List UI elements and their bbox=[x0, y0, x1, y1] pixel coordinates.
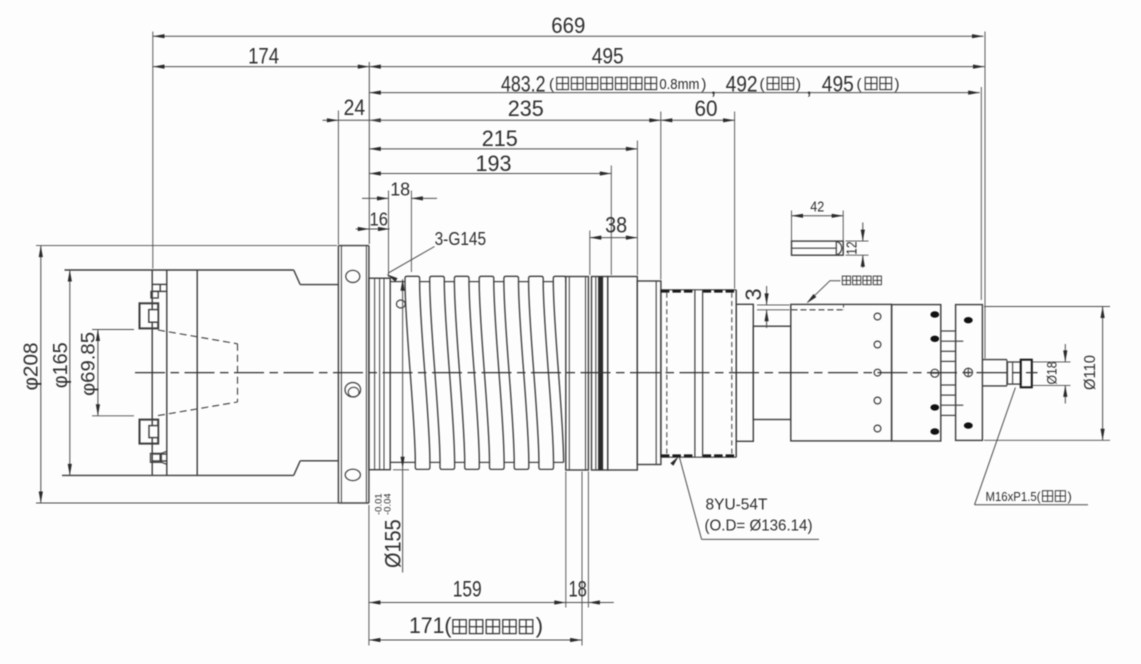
svg-text:-0.04: -0.04 bbox=[383, 493, 394, 515]
svg-text:60: 60 bbox=[695, 96, 718, 121]
svg-text:(: ( bbox=[549, 76, 554, 93]
svg-text:18: 18 bbox=[390, 180, 410, 200]
svg-text:669: 669 bbox=[551, 13, 585, 38]
svg-text:3: 3 bbox=[741, 288, 766, 300]
svg-text:193: 193 bbox=[476, 151, 512, 176]
svg-text:18: 18 bbox=[568, 577, 587, 602]
svg-text:495: 495 bbox=[822, 71, 854, 96]
svg-text:): ) bbox=[536, 613, 543, 638]
svg-text:Ø110: Ø110 bbox=[1082, 355, 1099, 390]
svg-text:-0.01: -0.01 bbox=[374, 493, 385, 515]
svg-text:M16xP1.5(: M16xP1.5( bbox=[986, 489, 1042, 504]
svg-text:171(: 171( bbox=[409, 613, 452, 638]
svg-text:(O.D= Ø136.14): (O.D= Ø136.14) bbox=[705, 518, 813, 535]
svg-text:492: 492 bbox=[726, 71, 758, 96]
svg-text:42: 42 bbox=[810, 200, 824, 216]
svg-text:215: 215 bbox=[482, 126, 518, 151]
svg-text:): ) bbox=[1068, 489, 1072, 504]
svg-text:): ) bbox=[701, 76, 706, 93]
svg-text:8YU-54T: 8YU-54T bbox=[706, 496, 769, 513]
svg-text:): ) bbox=[796, 76, 801, 93]
svg-text:0.8mm: 0.8mm bbox=[659, 76, 699, 93]
svg-text:(: ( bbox=[857, 76, 862, 93]
svg-text:16: 16 bbox=[370, 209, 389, 229]
svg-text:Ø18: Ø18 bbox=[1043, 361, 1059, 384]
svg-text:38: 38 bbox=[605, 213, 627, 238]
svg-text:495: 495 bbox=[592, 43, 624, 68]
svg-text:): ) bbox=[895, 76, 900, 93]
svg-text:(: ( bbox=[760, 76, 765, 93]
svg-text:483.2: 483.2 bbox=[501, 71, 546, 96]
svg-text:φ165: φ165 bbox=[50, 342, 72, 388]
svg-text:24: 24 bbox=[344, 95, 366, 120]
svg-text:12: 12 bbox=[845, 241, 861, 255]
svg-text:235: 235 bbox=[508, 96, 544, 121]
svg-text:φ69.85: φ69.85 bbox=[78, 332, 99, 396]
svg-text:Ø155: Ø155 bbox=[381, 519, 406, 568]
svg-text:,: , bbox=[806, 74, 812, 99]
svg-text:3-G145: 3-G145 bbox=[435, 229, 487, 249]
svg-text:174: 174 bbox=[248, 43, 279, 68]
svg-text:φ208: φ208 bbox=[21, 343, 43, 391]
svg-text:,: , bbox=[710, 74, 716, 99]
svg-text:159: 159 bbox=[453, 577, 482, 602]
